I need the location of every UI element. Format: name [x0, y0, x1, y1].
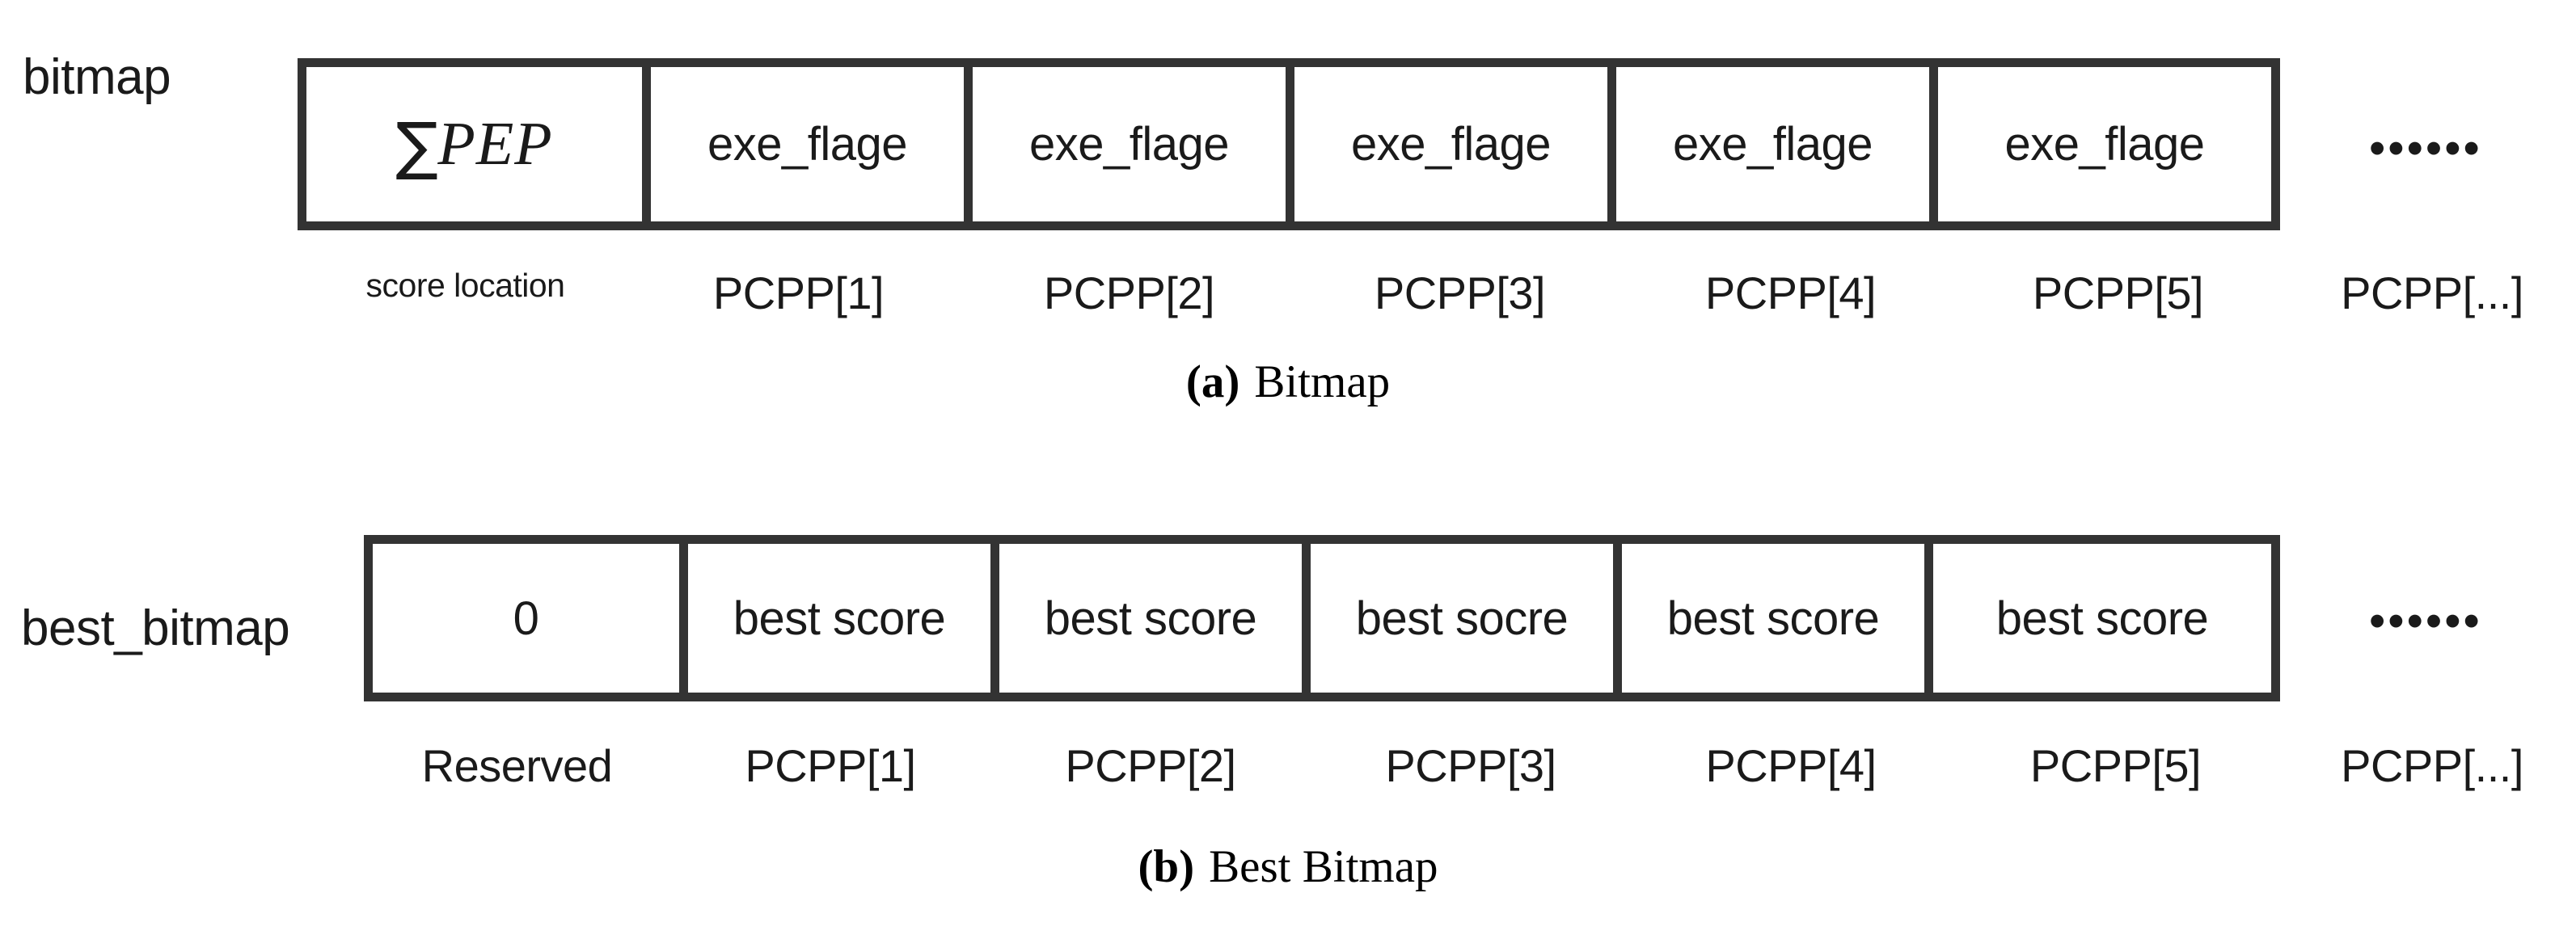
best-bitmap-table: 0 best score best score best socre best … — [364, 535, 2280, 701]
best-bitmap-cell-pcpp-5[interactable]: best score — [1924, 544, 2271, 693]
bitmap-cell-score[interactable]: ∑PEP — [306, 67, 642, 221]
caption-b-text: Best Bitmap — [1209, 841, 1438, 892]
bitmap-cell-pcpp-1[interactable]: exe_flage — [642, 67, 964, 221]
bitmap-sublabel-pcpp-2: PCPP[2] — [1043, 267, 1215, 318]
bitmap-sublabel-pcpp-5: PCPP[5] — [2032, 267, 2204, 318]
best-bitmap-cell-pcpp-4[interactable]: best score — [1613, 544, 1924, 693]
caption-panel-a: (a) Bitmap — [0, 356, 2576, 408]
row-label-best-bitmap: best_bitmap — [21, 600, 290, 656]
best-bitmap-sublabel-pcpp-3: PCPP[3] — [1385, 740, 1556, 791]
best-bitmap-sublabel-pcpp-1: PCPP[1] — [745, 740, 916, 791]
bitmap-sublabel-pcpp-more: PCPP[...] — [2341, 267, 2523, 318]
bitmap-cell-pcpp-2[interactable]: exe_flage — [964, 67, 1286, 221]
bitmap-cell-pcpp-3[interactable]: exe_flage — [1286, 67, 1607, 221]
caption-panel-b: (b) Best Bitmap — [0, 840, 2576, 893]
best-bitmap-sublabel-pcpp-5: PCPP[5] — [2029, 740, 2202, 791]
bitmap-sublabel-pcpp-4: PCPP[4] — [1704, 267, 1877, 318]
sigma-icon: ∑ — [395, 109, 438, 183]
bitmap-sublabels: score location PCPP[1] PCPP[2] PCPP[3] P… — [298, 267, 2280, 319]
row-label-bitmap: bitmap — [23, 49, 171, 105]
bitmap-cell-score-label: PEP — [437, 110, 553, 178]
bitmap-cell-pcpp-5[interactable]: exe_flage — [1929, 67, 2271, 221]
best-bitmap-sublabels: Reserved PCPP[1] PCPP[2] PCPP[3] PCPP[4]… — [364, 739, 2280, 792]
best-bitmap-cell-pcpp-2[interactable]: best score — [990, 544, 1302, 693]
best-bitmap-sublabel-pcpp-4: PCPP[4] — [1705, 740, 1877, 791]
bitmap-cell-pcpp-4[interactable]: exe_flage — [1607, 67, 1929, 221]
best-bitmap-cell-pcpp-3[interactable]: best socre — [1302, 544, 1613, 693]
best-bitmap-cell-reserved[interactable]: 0 — [373, 544, 679, 693]
best-bitmap-sublabel-pcpp-more: PCPP[...] — [2341, 740, 2523, 791]
bitmap-sublabel-pcpp-1: PCPP[1] — [712, 267, 885, 318]
best-bitmap-cell-pcpp-1[interactable]: best score — [679, 544, 990, 693]
best-bitmap-ellipsis-icon: •••••• — [2369, 595, 2482, 647]
bitmap-sublabel-pcpp-3: PCPP[3] — [1374, 267, 1546, 318]
caption-a-text: Bitmap — [1254, 356, 1391, 407]
caption-a-tag: (a) — [1185, 356, 1240, 407]
best-bitmap-sublabel-pcpp-2: PCPP[2] — [1065, 740, 1236, 791]
bitmap-sublabel-score-location: score location — [365, 267, 565, 304]
bitmap-ellipsis-icon: •••••• — [2369, 122, 2482, 175]
caption-b-tag: (b) — [1138, 841, 1195, 892]
bitmap-table: ∑PEP exe_flage exe_flage exe_flage exe_f… — [298, 58, 2280, 230]
best-bitmap-sublabel-reserved: Reserved — [421, 740, 613, 791]
